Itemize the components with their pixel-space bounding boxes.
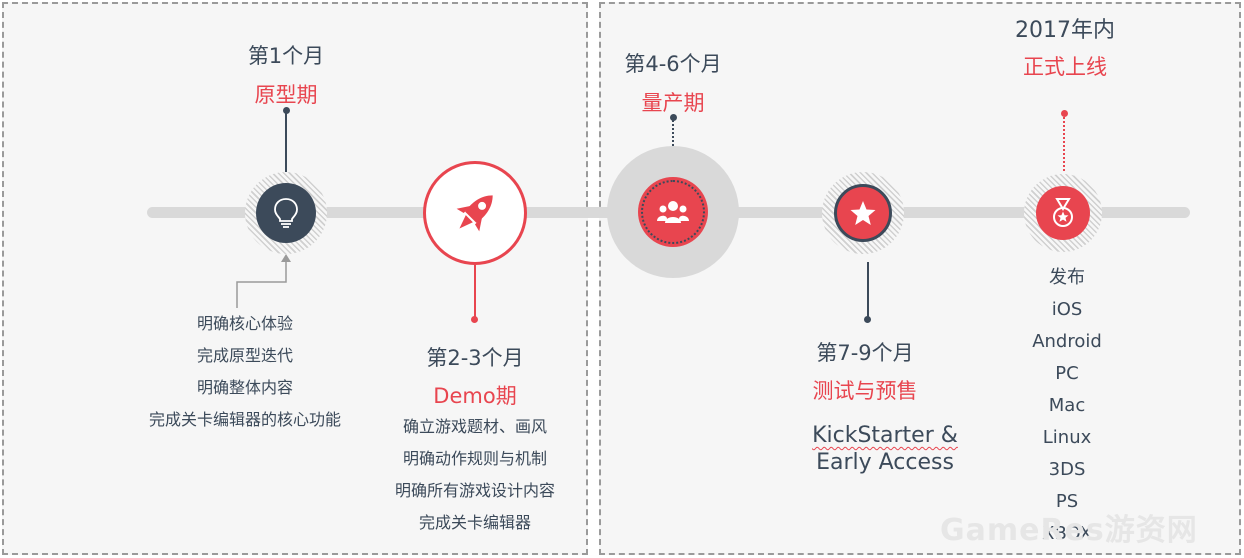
milestone-1-arrow [236,254,291,308]
list-item: 明确整体内容 [196,378,293,397]
milestone-2-node[interactable] [423,161,527,265]
star-icon [850,201,876,225]
list-item: XBOX [1042,523,1092,544]
list-item: PS [1055,491,1079,512]
phase-panel-left [2,2,588,555]
list-item: 完成原型迭代 [196,346,293,365]
milestone-5-period: 2017年内 [1015,18,1115,43]
list-item: 完成关卡编辑器的核心功能 [148,410,341,429]
milestone-3-period: 第4-6个月 [624,52,722,76]
milestone-3-node[interactable] [641,180,705,244]
milestone-5-connector [1063,117,1065,171]
milestone-5-phase: 正式上线 [1023,55,1107,79]
milestone-4-phase: 测试与预售 [812,379,918,403]
list-item: 完成关卡编辑器 [418,513,531,532]
milestone-1-connector [285,112,287,172]
list-item: PC [1055,363,1079,384]
milestone-4-channels: KickStarter & Early Access [785,422,985,476]
milestone-1-phase: 原型期 [254,83,318,107]
milestone-1-items: 明确核心体验 完成原型迭代 明确整体内容 完成关卡编辑器的核心功能 [120,308,370,436]
milestone-1-node[interactable] [256,183,316,243]
milestone-3-connector [672,120,674,170]
milestone-3-connector-dot [670,114,677,121]
milestone-5-node[interactable] [1036,186,1090,240]
milestone-5-connector-dot [1061,110,1068,117]
milestone-2-items: 确立游戏题材、画风 明确动作规则与机制 明确所有游戏设计内容 完成关卡编辑器 [350,411,600,539]
list-item: 明确核心体验 [196,314,293,333]
milestone-4-node[interactable] [834,184,892,242]
milestone-2-phase: Demo期 [433,384,517,408]
milestone-2-period: 第2-3个月 [426,346,524,370]
team-icon [657,201,689,223]
milestone-2-connector [474,265,476,319]
list-item: 3DS [1048,459,1086,480]
lightbulb-icon [274,198,298,228]
milestone-4-connector [867,262,869,318]
rocket-icon [456,195,493,232]
list-item: 明确所有游戏设计内容 [394,481,555,500]
milestone-4-period: 第7-9个月 [816,341,914,365]
list-item: iOS [1051,299,1083,320]
milestone-1-period: 第1个月 [247,44,325,68]
channel-early-access: Early Access [816,450,954,475]
list-item: Android [1032,331,1102,352]
medal-icon [1053,198,1073,227]
milestone-5-platforms: 发布 iOS Android PC Mac Linux 3DS PS XBOX [1010,262,1124,550]
list-item: 明确动作规则与机制 [402,449,547,468]
list-item: 发布 [1049,267,1085,288]
milestone-2-connector-dot [471,316,478,323]
channel-kickstarter: KickStarter & [812,423,958,448]
milestone-3-phase: 量产期 [641,91,705,115]
watermark: GameRes游资网 [940,513,1198,548]
milestone-1-connector-dot [283,107,290,114]
list-item: Linux [1042,427,1092,448]
list-item: Mac [1048,395,1086,416]
milestone-4-connector-dot [864,316,871,323]
phase-panel-right [599,2,1241,555]
list-item: 确立游戏题材、画风 [402,417,547,436]
